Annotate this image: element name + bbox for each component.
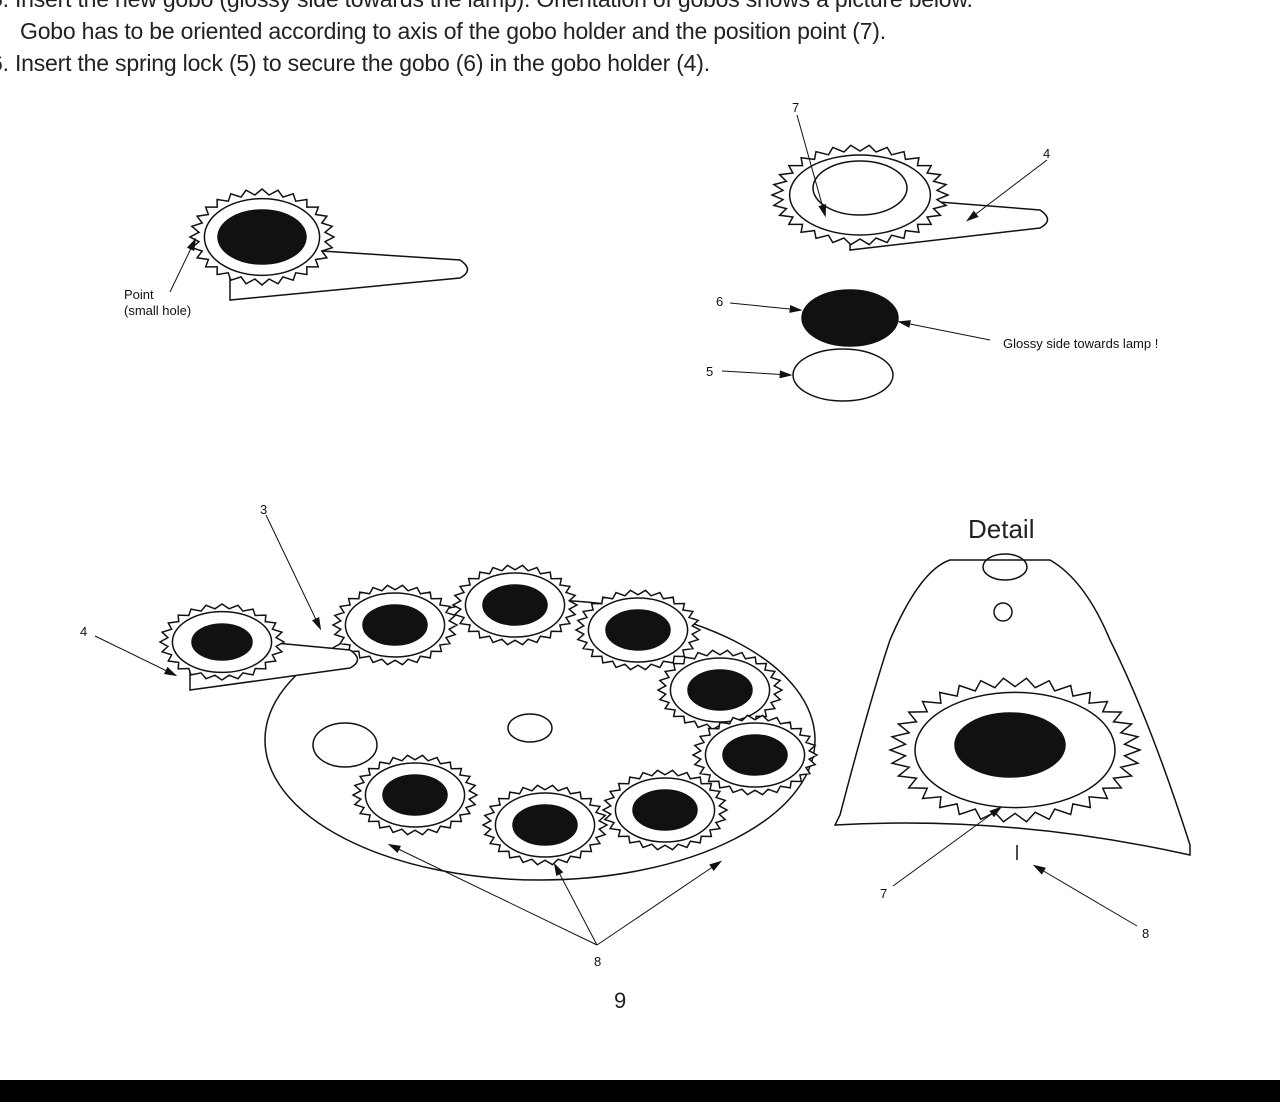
detail-label-8: 8 (1142, 926, 1150, 941)
wheel-hub (507, 713, 553, 743)
gobo-disc (632, 789, 698, 831)
detail-label-7: 7 (880, 886, 888, 901)
arrow-line (596, 861, 721, 946)
detail-hole (982, 553, 1028, 581)
gear-ring (203, 197, 321, 277)
label-7: 7 (792, 100, 800, 115)
gobo-disc (362, 604, 428, 646)
instruction-line-1: 5. Insert the new gobo (glossy side towa… (0, 0, 973, 13)
label-4: 4 (1043, 146, 1051, 161)
arrow-line (729, 302, 801, 311)
arrow-head (1032, 864, 1046, 875)
arrow-line (796, 114, 826, 216)
gear-ring (587, 597, 689, 663)
arrow-head (965, 210, 979, 222)
label-4-bottom: 4 (80, 624, 88, 639)
wheel-opening (312, 722, 378, 768)
gear-ring (614, 777, 716, 843)
gear-ring (914, 691, 1116, 809)
arrow-head (897, 320, 911, 328)
holder-opening (812, 160, 908, 216)
arrow-line (899, 321, 991, 341)
label-5: 5 (706, 364, 714, 379)
arrow-head (311, 616, 322, 631)
arrow-head (387, 843, 402, 854)
spring-lock (792, 348, 894, 402)
gear-ring (344, 592, 446, 658)
label-6: 6 (716, 294, 724, 309)
arrow-line (967, 159, 1048, 221)
gear-ring (788, 154, 932, 236)
arrow-head (989, 806, 1003, 818)
glossy-label: Glossy side towards lamp ! (1003, 336, 1159, 351)
arrow-line (1034, 865, 1138, 927)
gear-ring (364, 762, 466, 828)
instruction-line-2: Gobo has to be oriented according to axi… (20, 18, 886, 44)
gobo-disc (191, 623, 253, 661)
arrow-head (818, 204, 827, 218)
arrow-line (554, 864, 598, 946)
point-sublabel: (small hole) (124, 303, 192, 318)
arrow-head (553, 862, 564, 876)
gobo-disc (217, 209, 307, 265)
gobo-disc (512, 804, 578, 846)
gear-ring (494, 792, 596, 858)
detail-title: Detail (968, 514, 1035, 544)
gobo-disc (722, 734, 788, 776)
arrow-head (163, 666, 178, 677)
gobo-disc (954, 712, 1066, 778)
label-3: 3 (260, 502, 268, 517)
point-label: Point (124, 287, 154, 302)
arrow-head (709, 860, 723, 872)
arrow-line (892, 807, 1001, 887)
instruction-line-3: 6. Insert the spring lock (5) to secure … (0, 50, 710, 76)
page-number: 9 (614, 988, 627, 1013)
arrow-head (779, 370, 793, 379)
gobo-disc (605, 609, 671, 651)
arrow-head (186, 237, 197, 252)
gobo-disc (382, 774, 448, 816)
gear-ring (704, 722, 806, 788)
gear-ring (171, 610, 273, 674)
arrow-line (265, 514, 321, 629)
arrow-head (789, 305, 803, 313)
gobo-disc (801, 289, 899, 347)
detail-screw (993, 602, 1013, 622)
gobo-disc (482, 584, 548, 626)
arrow-line (94, 635, 176, 676)
gear-ring (464, 572, 566, 638)
bottom-bar (0, 1080, 1280, 1102)
arrow-line (721, 370, 791, 376)
arrow-line (389, 844, 598, 946)
gobo-disc (687, 669, 753, 711)
label-8: 8 (594, 954, 602, 969)
